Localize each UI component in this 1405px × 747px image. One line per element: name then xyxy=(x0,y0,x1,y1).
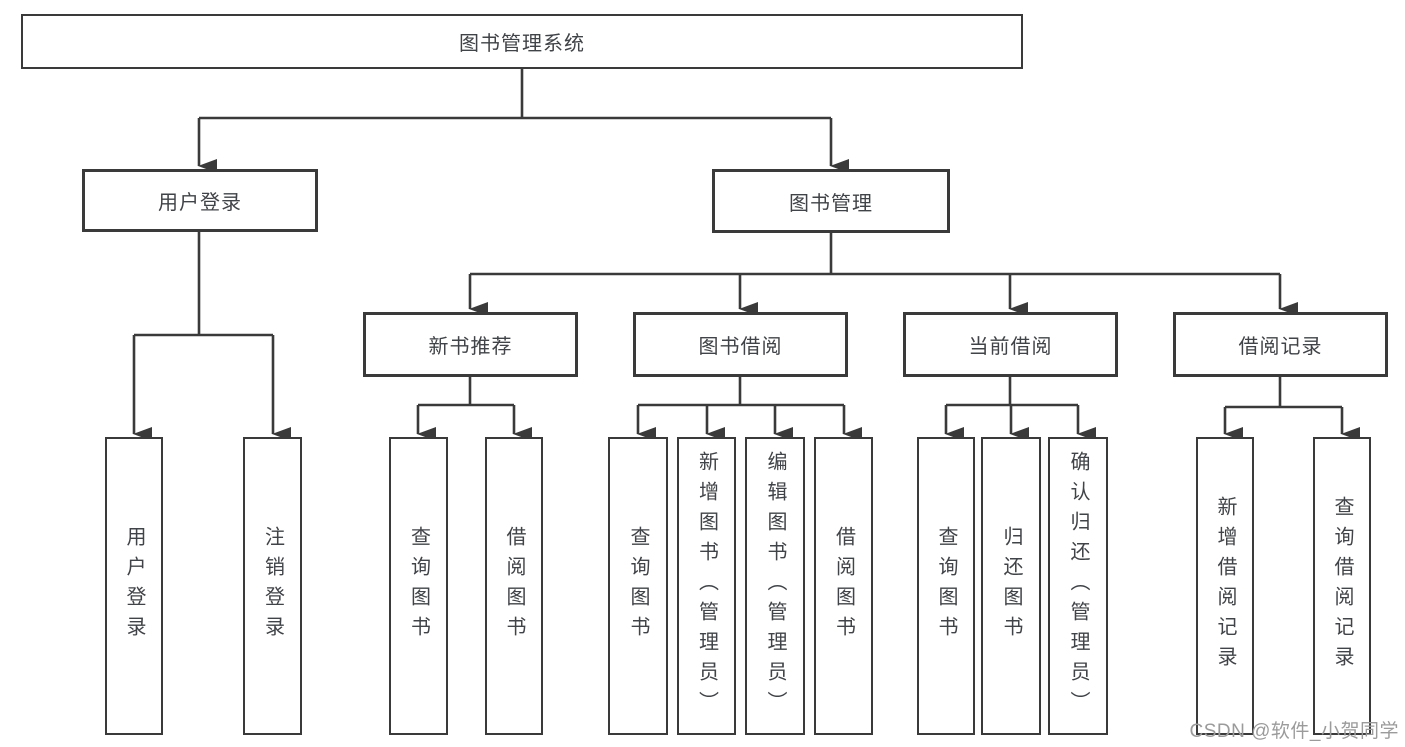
node-book-borrowing: 图书借阅 xyxy=(633,312,848,377)
node-root-label: 图书管理系统 xyxy=(459,33,585,55)
node-borrowing-records-label: 借阅记录 xyxy=(1238,336,1323,358)
leaf-query-books-1-label: 查询图书 xyxy=(407,526,430,646)
node-current-borrowing-label: 当前借阅 xyxy=(968,336,1053,358)
leaf-query-books-1: 查询图书 xyxy=(389,437,448,735)
node-book-management-label: 图书管理 xyxy=(789,192,873,215)
leaf-add-book-admin-label: 新增图书（管理员） xyxy=(695,451,718,721)
leaf-return-book-label: 归还图书 xyxy=(1000,526,1022,646)
leaf-edit-book-admin-label: 编辑图书（管理员） xyxy=(764,451,786,721)
node-book-management: 图书管理 xyxy=(712,169,950,233)
leaf-query-books-2: 查询图书 xyxy=(608,437,668,735)
leaf-query-books-3-label: 查询图书 xyxy=(935,526,957,646)
node-user-login-label: 用户登录 xyxy=(158,192,242,214)
leaf-return-book: 归还图书 xyxy=(981,437,1041,735)
leaf-logout: 注销登录 xyxy=(243,437,302,735)
leaf-add-book-admin: 新增图书（管理员） xyxy=(677,437,736,735)
leaf-confirm-return-admin: 确认归还（管理员） xyxy=(1048,437,1108,735)
csdn-watermark: CSDN @软件_小贺同学 xyxy=(1189,721,1399,742)
leaf-add-borrow-record-label: 新增借阅记录 xyxy=(1214,496,1236,676)
node-borrowing-records: 借阅记录 xyxy=(1173,312,1388,377)
leaf-query-borrow-record-label: 查询借阅记录 xyxy=(1331,496,1353,676)
leaf-user-login-label: 用户登录 xyxy=(123,526,145,646)
leaf-logout-label: 注销登录 xyxy=(261,526,284,646)
leaf-confirm-return-admin-label: 确认归还（管理员） xyxy=(1067,451,1089,721)
leaf-borrow-books-2: 借阅图书 xyxy=(814,437,873,735)
node-user-login: 用户登录 xyxy=(82,169,318,232)
node-book-borrowing-label: 图书借阅 xyxy=(698,336,783,358)
leaf-edit-book-admin: 编辑图书（管理员） xyxy=(745,437,805,735)
leaf-query-books-2-label: 查询图书 xyxy=(627,526,649,646)
leaf-query-books-3: 查询图书 xyxy=(917,437,975,735)
node-current-borrowing: 当前借阅 xyxy=(903,312,1118,377)
leaf-borrow-books-1-label: 借阅图书 xyxy=(503,526,525,646)
node-new-book-recommend: 新书推荐 xyxy=(363,312,578,377)
leaf-borrow-books-2-label: 借阅图书 xyxy=(832,526,855,646)
leaf-borrow-books-1: 借阅图书 xyxy=(485,437,543,735)
node-new-book-recommend-label: 新书推荐 xyxy=(428,336,513,358)
leaf-user-login: 用户登录 xyxy=(105,437,163,735)
node-root: 图书管理系统 xyxy=(21,14,1023,69)
leaf-add-borrow-record: 新增借阅记录 xyxy=(1196,437,1254,735)
leaf-query-borrow-record: 查询借阅记录 xyxy=(1313,437,1371,735)
